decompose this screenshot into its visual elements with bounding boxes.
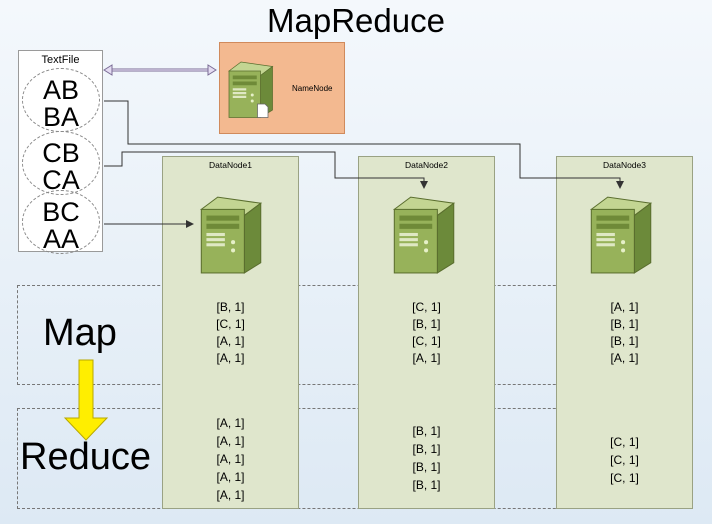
input-split-3: BC AA — [22, 190, 100, 254]
namenode-link-arrow — [103, 64, 217, 76]
reduce-output-pair: [C, 1] — [610, 471, 639, 485]
reduce-output-pair: [A, 1] — [216, 470, 245, 484]
datanode-2: DataNode2 [C, 1] [B, 1] [C, 1] [A, 1] [B… — [358, 156, 495, 509]
datanode-3: DataNode3 [A, 1] [B, 1] [B, 1] [A, 1] [C… — [556, 156, 693, 509]
textfile-line: BC — [42, 197, 80, 227]
split-to-datanode2-arrow — [104, 151, 428, 189]
diagram-title: MapReduce — [267, 2, 445, 39]
textfile-line: CA — [42, 165, 80, 195]
textfile-box: TextFile AB BA CB CA BC AA — [18, 50, 103, 254]
namenode-label: NameNode — [292, 84, 333, 93]
map-output-pair: [B, 1] — [216, 300, 245, 314]
input-split-2: CB CA — [22, 131, 100, 195]
map-output-pair: [C, 1] — [412, 300, 441, 314]
datanode-title: DataNode3 — [602, 160, 646, 170]
reduce-output-pair: [B, 1] — [412, 478, 441, 492]
textfile-line: BA — [42, 102, 80, 132]
map-output-pair: [A, 1] — [610, 351, 639, 365]
namenode-box: NameNode — [219, 42, 345, 134]
reduce-output-pair: [A, 1] — [216, 488, 245, 502]
split-to-datanode3-arrow — [104, 100, 624, 189]
map-output-pair: [A, 1] — [216, 351, 245, 365]
map-output-pair: [A, 1] — [216, 334, 245, 348]
textfile-line: AA — [42, 224, 80, 254]
reduce-stage-label: Reduce — [20, 436, 151, 478]
map-to-reduce-arrow — [63, 359, 109, 441]
reduce-output-pair: [A, 1] — [216, 452, 245, 466]
reduce-output-pair: [B, 1] — [412, 424, 441, 438]
reduce-output-pair: [B, 1] — [412, 460, 441, 474]
map-output-pair: [A, 1] — [412, 351, 441, 365]
map-output-pair: [A, 1] — [610, 300, 639, 314]
map-output-pair: [B, 1] — [610, 334, 639, 348]
reduce-output-pair: [A, 1] — [216, 434, 245, 448]
namenode-server-icon — [226, 51, 274, 118]
datanode-1: DataNode1 [B, 1] [C, 1] [A, 1] [A, 1] [A… — [162, 156, 299, 509]
reduce-output-pair: [C, 1] — [610, 435, 639, 449]
map-stage-label: Map — [43, 312, 117, 354]
reduce-output-pair: [B, 1] — [412, 442, 441, 456]
map-output-pair: [B, 1] — [610, 317, 639, 331]
map-output-pair: [C, 1] — [412, 334, 441, 348]
datanode-title: DataNode1 — [208, 160, 252, 170]
reduce-output-pair: [C, 1] — [610, 453, 639, 467]
textfile-title: TextFile — [41, 54, 80, 66]
reduce-output-pair: [A, 1] — [216, 416, 245, 430]
map-output-pair: [B, 1] — [412, 317, 441, 331]
datanode-title: DataNode2 — [404, 160, 448, 170]
textfile-line: CB — [42, 138, 80, 168]
textfile-line: AB — [42, 75, 80, 105]
map-output-pair: [C, 1] — [216, 317, 245, 331]
